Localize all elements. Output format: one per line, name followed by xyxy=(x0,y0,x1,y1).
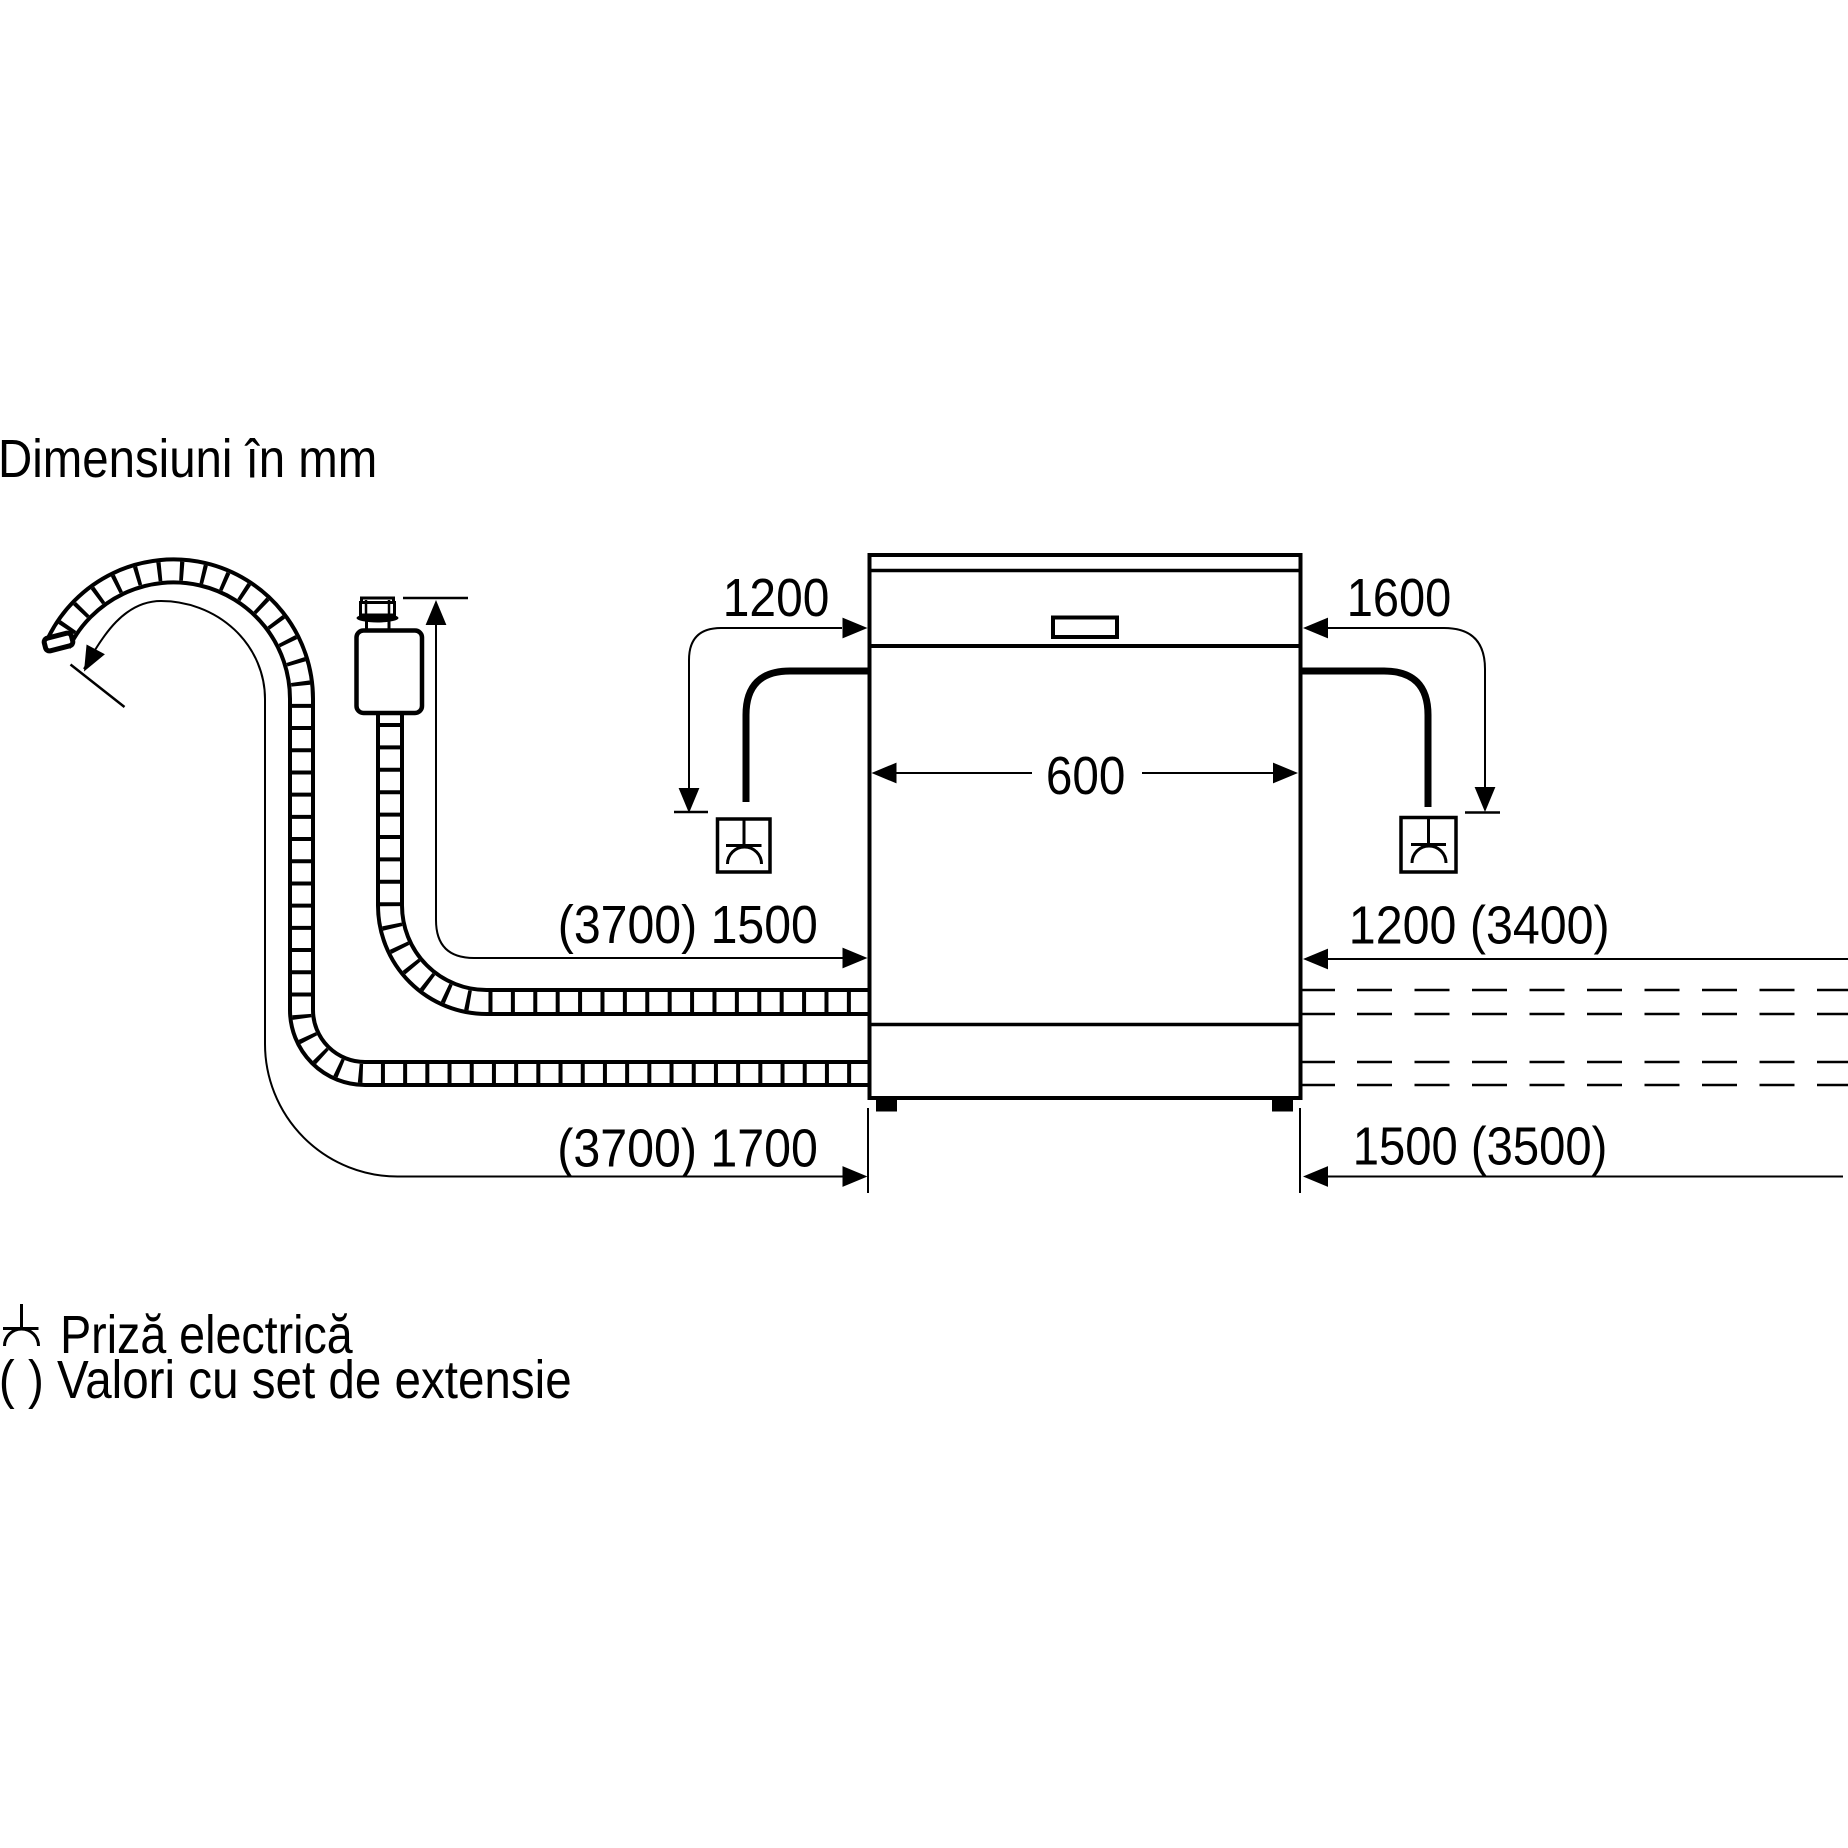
svg-text:( ) Valori cu set de extensie: ( ) Valori cu set de extensie xyxy=(0,1349,572,1409)
svg-text:1200 (3400): 1200 (3400) xyxy=(1349,895,1610,955)
svg-text:1500 (3500): 1500 (3500) xyxy=(1353,1116,1607,1177)
svg-text:(3700) 1700: (3700) 1700 xyxy=(557,1118,818,1178)
svg-text:1600: 1600 xyxy=(1347,567,1452,628)
svg-text:1200: 1200 xyxy=(723,567,830,627)
svg-text:Dimensiuni în mm: Dimensiuni în mm xyxy=(0,428,377,489)
svg-text:600: 600 xyxy=(1046,745,1126,805)
svg-text:Priză electrică: Priză electrică xyxy=(60,1304,353,1365)
svg-text:(3700) 1500: (3700) 1500 xyxy=(558,894,818,954)
